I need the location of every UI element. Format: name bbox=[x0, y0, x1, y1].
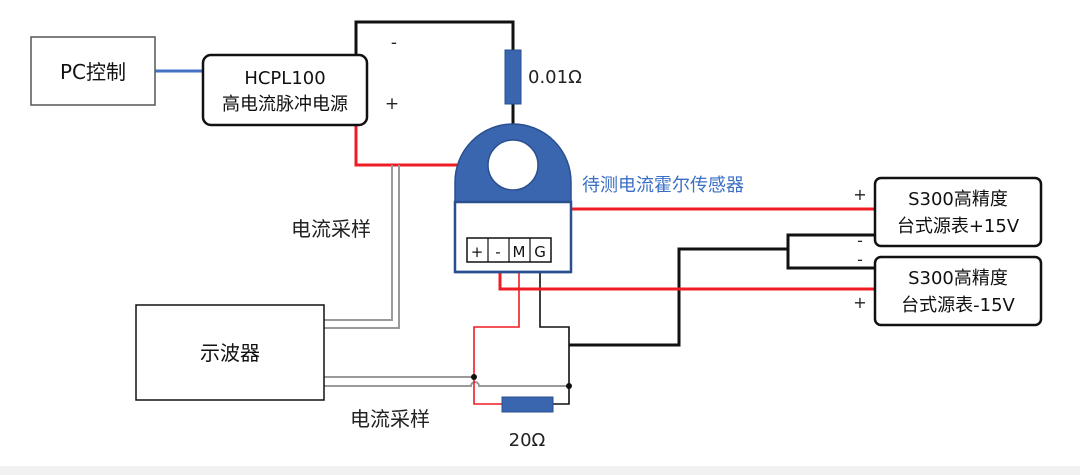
current-sampling-label-lower: 电流采样 bbox=[350, 407, 430, 431]
meter-minus15-subtitle: 台式源表-15V bbox=[901, 295, 1015, 316]
junction-dot-right bbox=[566, 383, 572, 389]
hcpl-supply-box bbox=[201, 53, 369, 127]
oscilloscope-box bbox=[135, 304, 325, 401]
meter-minus15-title: S300高精度 bbox=[908, 268, 1008, 289]
meter-plus15-minus: - bbox=[857, 231, 863, 250]
meter-plus15-plus: + bbox=[853, 185, 866, 204]
hcpl-supply-subtitle: 高电流脉冲电源 bbox=[222, 94, 348, 115]
meter-minus15-minus: - bbox=[857, 250, 863, 269]
sensor-pin-minus: - bbox=[495, 243, 500, 261]
bottom-strip bbox=[0, 466, 1080, 475]
sampling-wire-1a bbox=[324, 165, 393, 321]
pc-control-box bbox=[30, 36, 156, 106]
pc-control-label: PC控制 bbox=[60, 60, 126, 84]
hcpl-supply-title: HCPL100 bbox=[244, 68, 325, 89]
junction-dot-left bbox=[471, 374, 477, 380]
meter-plus15-box bbox=[873, 176, 1043, 248]
hall-sensor-label: 待测电流霍尔传感器 bbox=[582, 175, 744, 196]
sensor-pin-g: G bbox=[534, 243, 546, 261]
shunt-resistor bbox=[504, 49, 522, 105]
sensor-g-wire bbox=[539, 262, 570, 405]
shunt-resistor-label: 0.01Ω bbox=[528, 67, 582, 88]
meter-minus15-box bbox=[873, 255, 1043, 327]
sensor-m-wire bbox=[473, 262, 520, 405]
hcpl-minus-label: - bbox=[391, 33, 397, 53]
current-sampling-label-upper: 电流采样 bbox=[291, 217, 371, 241]
meter-minus15-plus: + bbox=[853, 293, 866, 312]
supply-negative-wire bbox=[354, 20, 515, 55]
sampling-wire-1b bbox=[324, 165, 400, 329]
meter-plus15-subtitle: 台式源表+15V bbox=[897, 216, 1020, 237]
sensor-pin-plus: + bbox=[471, 243, 484, 261]
oscilloscope-label: 示波器 bbox=[200, 341, 260, 365]
hall-sensor-aperture bbox=[487, 139, 539, 191]
load-resistor-label: 20Ω bbox=[509, 430, 546, 451]
ground-wire bbox=[569, 247, 788, 347]
sensor-pin-m: M bbox=[513, 243, 526, 261]
load-resistor bbox=[501, 396, 554, 413]
meter-negative-bridge bbox=[786, 233, 875, 270]
hcpl-plus-label: + bbox=[385, 94, 399, 114]
meter-plus15-title: S300高精度 bbox=[908, 189, 1008, 210]
sampling-wire-2b bbox=[324, 381, 569, 387]
